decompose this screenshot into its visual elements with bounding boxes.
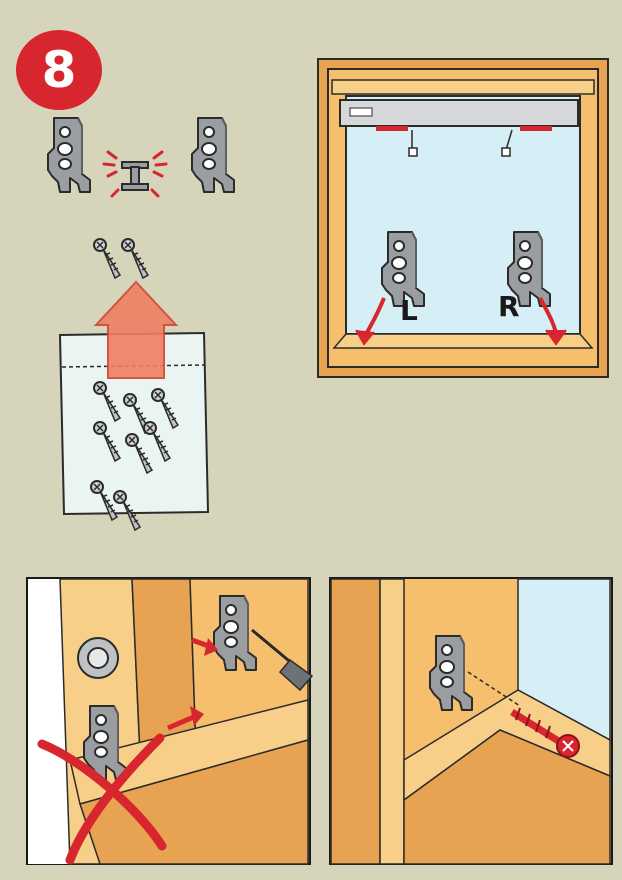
bracket-icon xyxy=(48,118,90,192)
left-label: L xyxy=(400,294,418,327)
screws-out xyxy=(94,239,148,278)
correct-mounting-panel xyxy=(330,578,612,864)
right-label: R xyxy=(498,290,520,323)
up-arrow-icon xyxy=(96,282,176,378)
bracket-pair-illustration xyxy=(48,118,234,196)
screw-icon xyxy=(122,239,148,278)
bracket-icon xyxy=(192,118,234,192)
incorrect-mounting-panel xyxy=(27,578,312,864)
blind-cassette xyxy=(340,100,578,126)
roof-window-illustration xyxy=(318,59,608,377)
screw-icon xyxy=(94,239,120,278)
